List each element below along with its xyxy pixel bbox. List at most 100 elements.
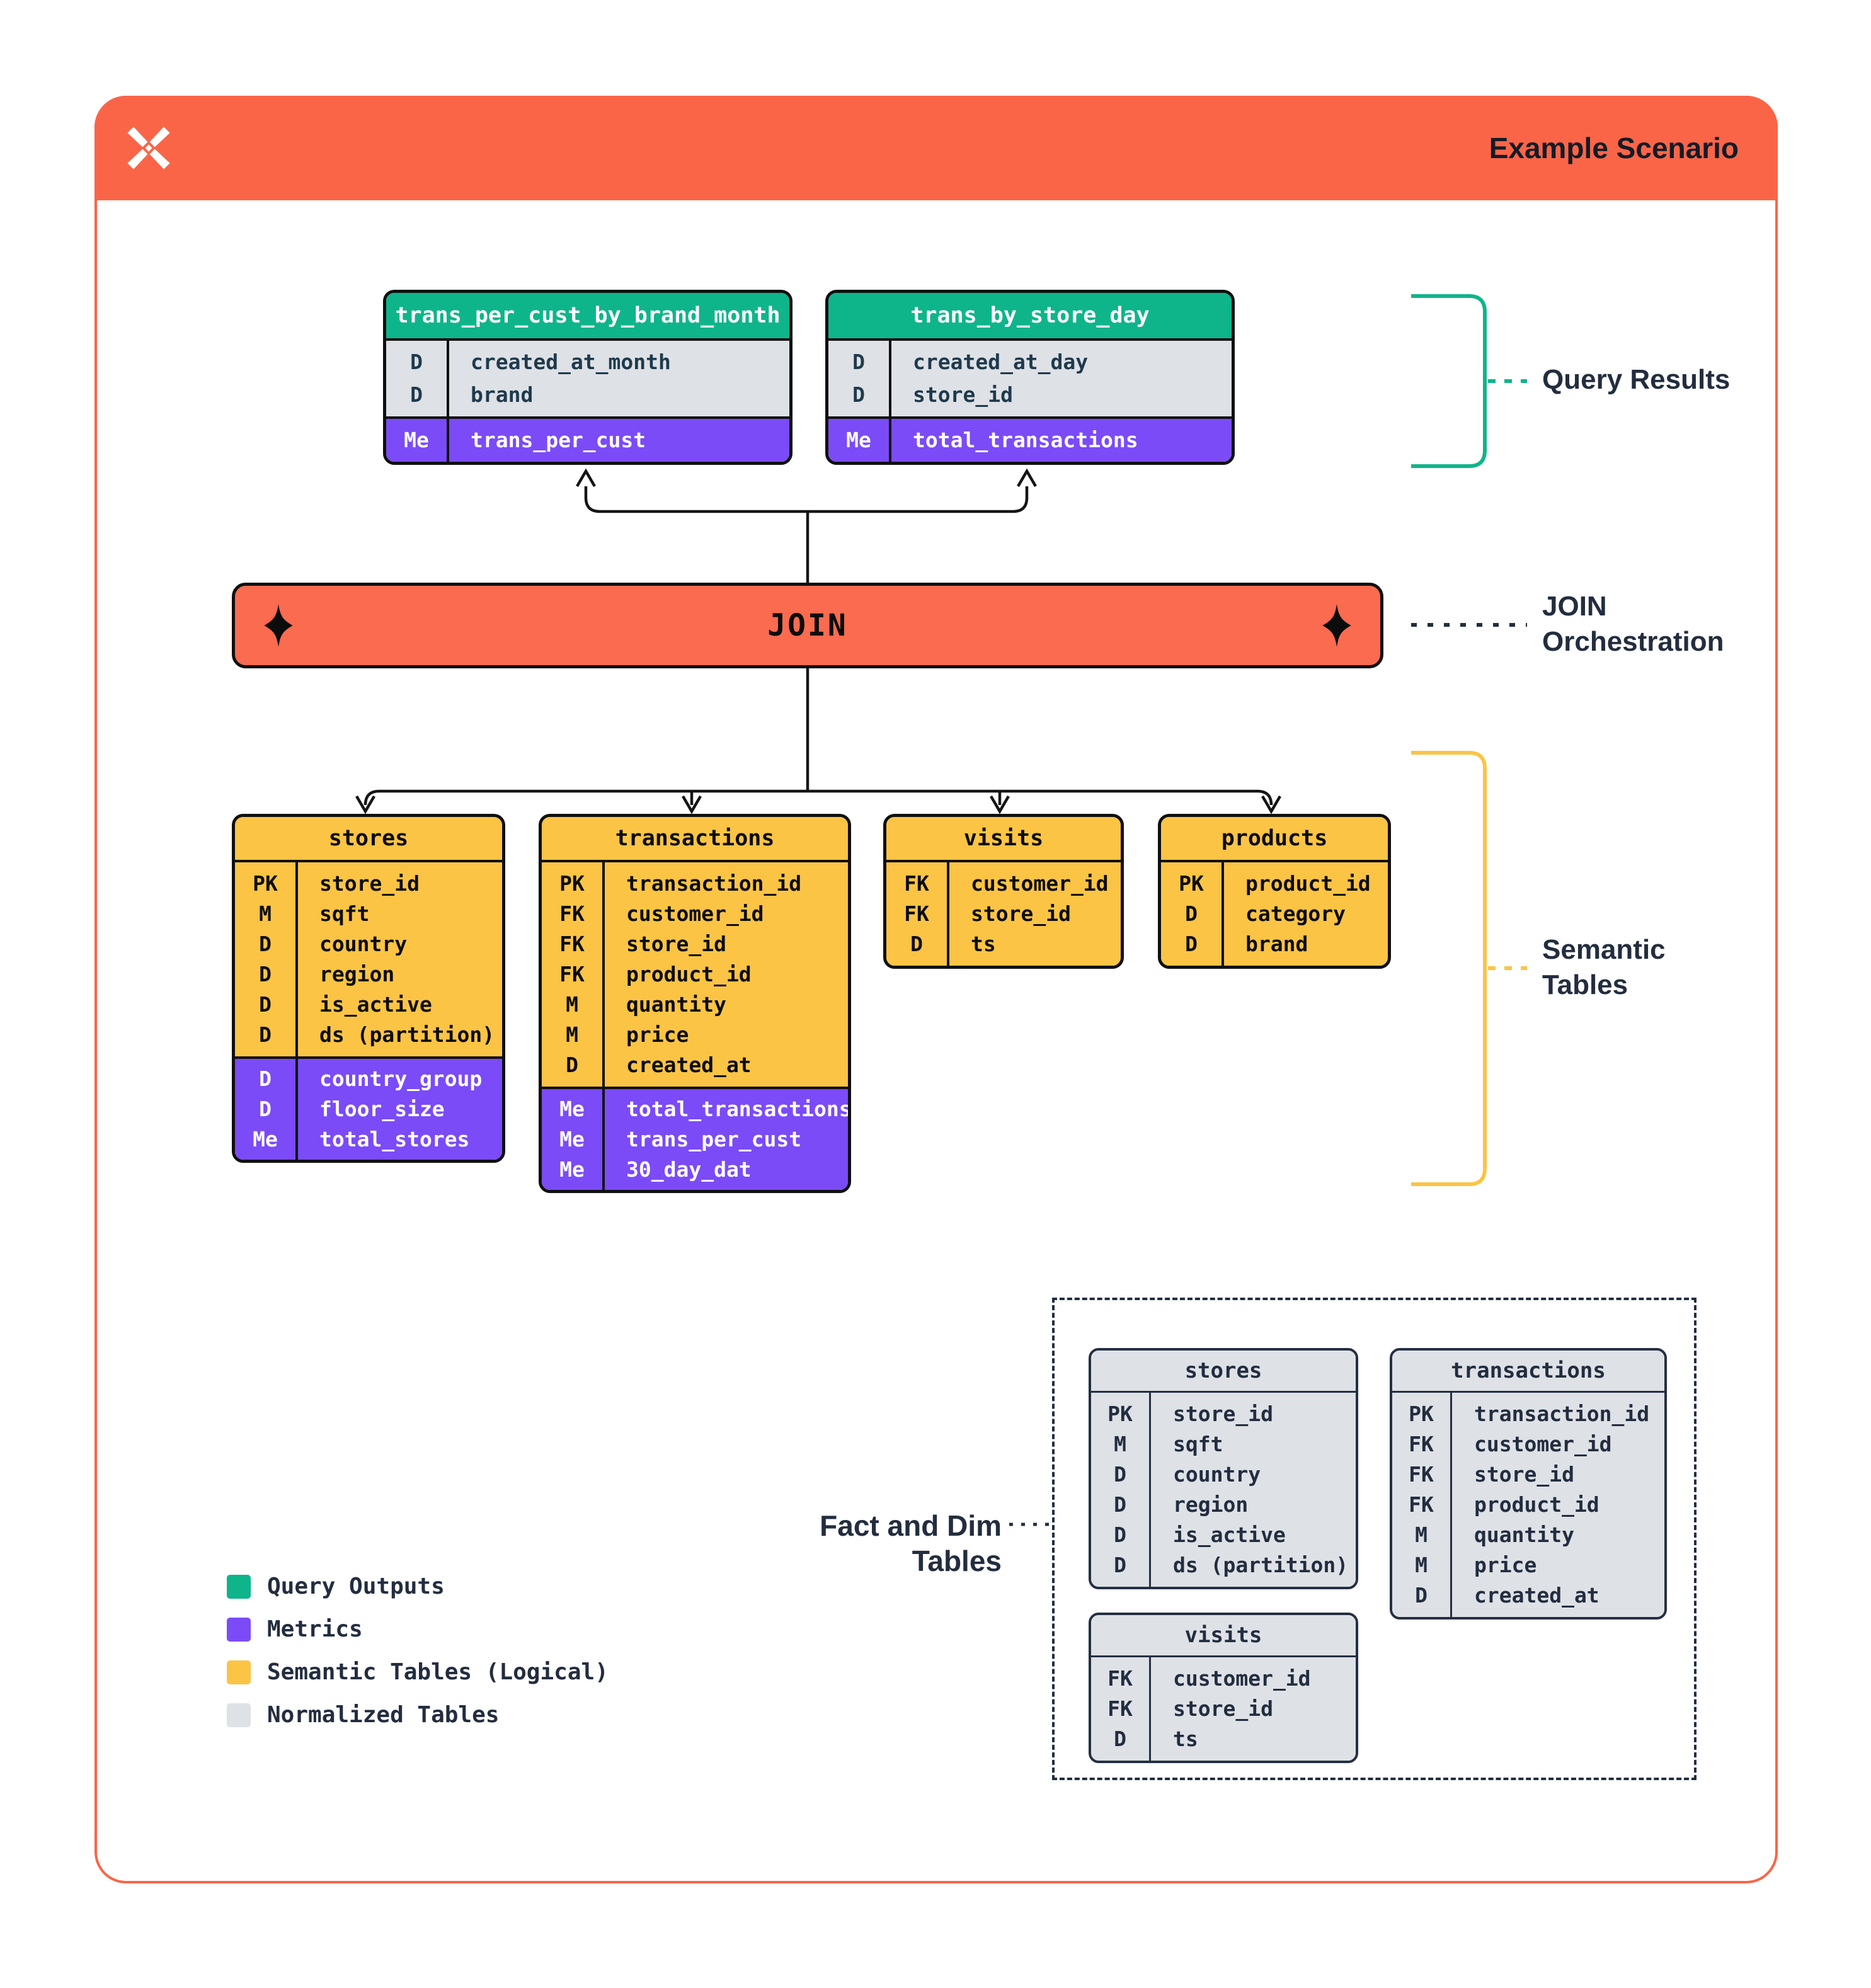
legend-swatch-icon (227, 1574, 251, 1599)
column-key: D (410, 382, 423, 407)
column-key: M (1415, 1522, 1428, 1547)
dagster-x-logo-icon (127, 127, 170, 169)
column-name: store_id (1173, 1696, 1273, 1721)
column-key: PK (559, 871, 585, 896)
column-key: D (259, 1066, 272, 1091)
column-key: PK (1107, 1402, 1133, 1426)
fact-dim-label: Fact and Dim Tables (820, 1509, 1002, 1577)
column-name: store_id (913, 382, 1013, 407)
table-title: visits (1091, 1615, 1356, 1657)
column-key: PK (1179, 871, 1204, 896)
table-row: FK customer_id (542, 899, 848, 929)
column-key: D (259, 962, 272, 986)
column-name: sqft (1173, 1432, 1223, 1456)
column-name: trans_per_cust (471, 428, 646, 452)
column-key: M (1415, 1553, 1428, 1577)
column-name: price (1474, 1553, 1537, 1577)
column-name: store_id (971, 901, 1071, 926)
column-name: is_active (1173, 1522, 1286, 1547)
join-orchestration-label: JOIN Orchestration (1542, 591, 1724, 657)
column-name: created_at_day (913, 350, 1089, 374)
column-name: ts (971, 932, 996, 956)
column-name: customer_id (626, 901, 764, 926)
column-key: D (566, 1053, 578, 1077)
column-key: FK (559, 901, 585, 926)
column-name: region (319, 962, 395, 986)
column-key: Me (846, 428, 871, 452)
legend-item: Metrics (227, 1616, 609, 1642)
table-row: Me total_stores (235, 1124, 502, 1155)
column-key: Me (253, 1127, 278, 1151)
column-key: D (852, 350, 865, 374)
column-name: transaction_id (1474, 1402, 1650, 1426)
column-name: product_id (1474, 1492, 1599, 1517)
join-diamond-right-icon (1322, 604, 1351, 647)
legend-item: Semantic Tables (Logical) (227, 1659, 609, 1685)
table-row: Me total_transactions (828, 424, 1232, 457)
column-name: is_active (319, 992, 432, 1017)
column-key: D (1114, 1462, 1126, 1487)
column-name: store_id (626, 932, 726, 956)
legend-label: Normalized Tables (267, 1702, 500, 1728)
column-key: FK (1409, 1492, 1434, 1517)
table-title: stores (235, 817, 502, 862)
table-row: FK store_id (886, 899, 1121, 929)
column-name: price (626, 1022, 689, 1047)
column-name: store_id (1173, 1402, 1273, 1426)
column-name: total_transactions (913, 428, 1138, 452)
column-key: D (1185, 901, 1198, 926)
card-header-bar: Example Scenario (94, 96, 1778, 200)
column-key: M (566, 992, 578, 1017)
table-title: stores (1091, 1351, 1356, 1393)
legend-swatch-icon (227, 1703, 251, 1727)
column-name: country_group (319, 1066, 483, 1091)
column-key: FK (904, 901, 929, 926)
column-key: FK (1107, 1666, 1133, 1691)
column-key: D (259, 992, 272, 1017)
column-key: FK (1409, 1432, 1434, 1456)
column-name: customer_id (1173, 1666, 1311, 1691)
legend-label: Metrics (267, 1616, 363, 1642)
legend-label: Semantic Tables (Logical) (267, 1659, 609, 1685)
column-name: quantity (626, 992, 726, 1017)
column-name: total_stores (319, 1127, 470, 1151)
join-label: JOIN (767, 608, 848, 643)
column-name: floor_size (319, 1097, 445, 1121)
